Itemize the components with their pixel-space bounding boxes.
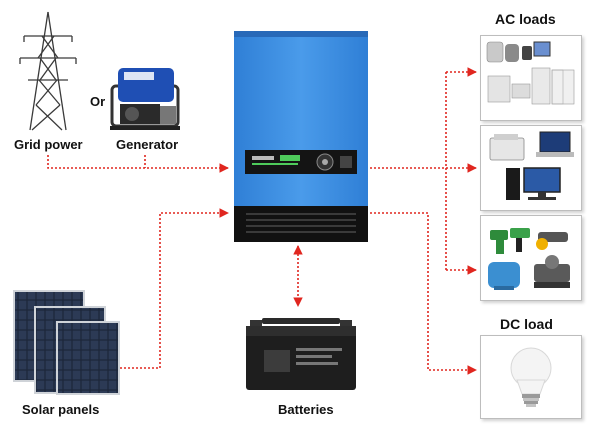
connection-lines [47, 67, 477, 375]
household-appliances-icon [486, 41, 575, 105]
power-tools-icon [488, 228, 570, 290]
battery-icon [246, 318, 356, 390]
ac-loads-label: AC loads [495, 11, 556, 27]
grid-power-label: Grid power [14, 137, 83, 152]
inverter-to-dc-line [370, 212, 477, 375]
solar-to-inverter-line [112, 208, 229, 369]
office-equipment-icon [489, 131, 574, 200]
vent-grille [246, 213, 356, 233]
transmission-tower-icon [19, 11, 77, 131]
solar-panels-label: Solar panels [22, 402, 100, 417]
or-label: Or [90, 94, 106, 109]
inverter-icon [234, 31, 368, 242]
dc-load-label: DC load [500, 316, 553, 332]
solar-panel-icon [13, 290, 120, 395]
grid-to-inverter-line [47, 155, 229, 173]
generator-label: Generator [116, 137, 179, 152]
batteries-label: Batteries [278, 402, 334, 417]
generator-icon [110, 68, 180, 130]
light-bulb-icon [510, 347, 552, 407]
